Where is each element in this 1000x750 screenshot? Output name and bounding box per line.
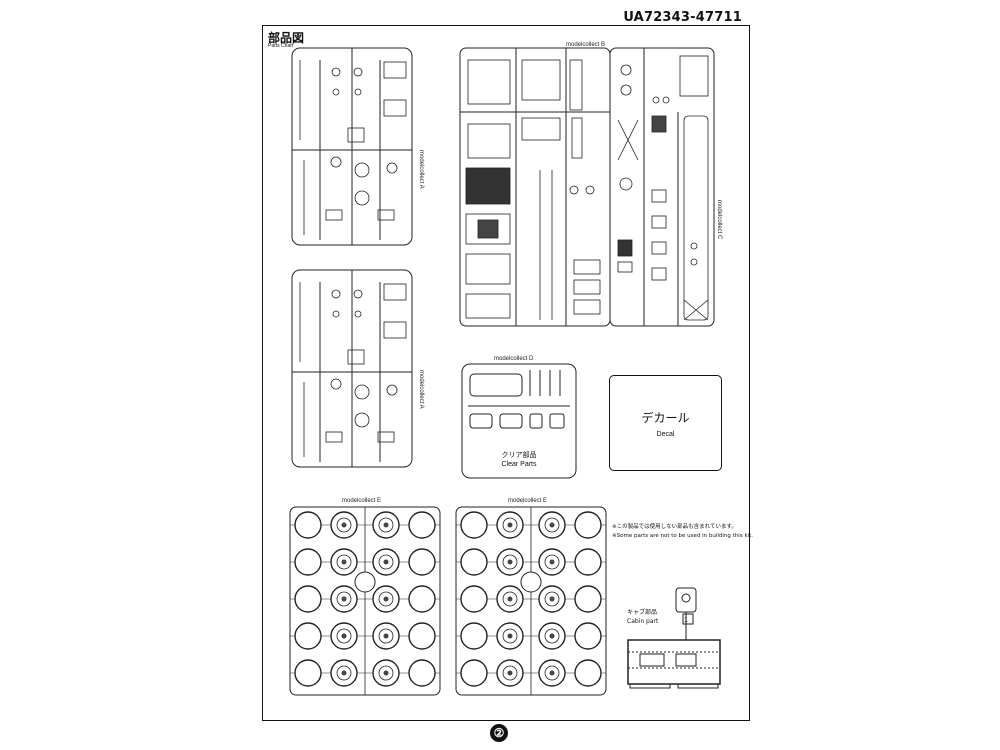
page-title: 部品図 <box>268 31 305 45</box>
clear-parts-label-jp: クリア部品 <box>501 451 537 459</box>
decal-label-en: Decal <box>656 430 675 438</box>
wheel-part <box>460 659 488 687</box>
sprue-a-upper-label: modelcollect A <box>418 150 424 189</box>
cabin-part-label-jp: キャブ部品 <box>627 609 658 616</box>
cabin-part-drawing <box>627 587 721 689</box>
wheel-part <box>460 622 488 650</box>
sprue-b-label: modelcollect B <box>566 42 605 48</box>
clear-parts-label: クリア部品 Clear Parts <box>463 450 575 468</box>
page-number: ② <box>490 724 508 742</box>
sprue-d-label: modelcollect D <box>494 356 534 362</box>
wheel-part <box>574 511 602 539</box>
cabin-part-label: キャブ部品 Cabin part <box>627 608 658 626</box>
sprue-a-lower-label: modelcollect A <box>418 370 424 409</box>
clear-parts-label-en: Clear Parts <box>501 461 537 468</box>
wheel-part <box>294 585 322 613</box>
sprue-b <box>459 47 611 327</box>
cabin-part-marker: 1 <box>684 617 688 624</box>
wheel-sprue-right <box>455 506 607 696</box>
wheel-part <box>294 659 322 687</box>
unused-parts-note: ※この製品では使用しない部品も含まれています。 ※Some parts are … <box>612 523 753 541</box>
sprue-a-lower <box>291 269 413 468</box>
wheel-part <box>574 548 602 576</box>
page-frame <box>262 25 750 721</box>
sprue-c-label: modelcollect C <box>716 200 722 240</box>
wheel-part <box>408 659 436 687</box>
sprue-c <box>609 47 715 327</box>
unused-parts-note-en: ※Some parts are not to be used in buildi… <box>612 533 754 539</box>
cabin-part-label-en: Cabin part <box>627 618 659 625</box>
wheel-part <box>294 511 322 539</box>
page-subtitle: Parts Chart <box>268 43 294 49</box>
wheel-part <box>408 585 436 613</box>
wheel-sprue-left <box>289 506 441 696</box>
wheel-part <box>460 548 488 576</box>
wheel-part <box>408 622 436 650</box>
unused-parts-note-jp: ※この製品では使用しない部品も含まれています。 <box>612 524 737 530</box>
decal-label-jp: デカール <box>641 410 690 425</box>
wheel-sprue-left-label: modelcollect E <box>342 498 381 504</box>
wheel-part <box>460 511 488 539</box>
wheel-part <box>294 622 322 650</box>
wheel-sprue-right-label: modelcollect E <box>508 498 547 504</box>
sprue-hub <box>354 571 376 593</box>
wheel-part <box>294 548 322 576</box>
decal-box: デカール Decal <box>609 375 722 471</box>
sprue-d-clear-parts <box>461 363 577 479</box>
document-code: UA72343-47711 <box>623 10 742 25</box>
wheel-part <box>574 622 602 650</box>
wheel-part <box>460 585 488 613</box>
wheel-part <box>574 659 602 687</box>
sprue-hub <box>520 571 542 593</box>
wheel-part <box>574 585 602 613</box>
wheel-part <box>408 511 436 539</box>
wheel-part <box>408 548 436 576</box>
sprue-a-upper <box>291 47 413 246</box>
